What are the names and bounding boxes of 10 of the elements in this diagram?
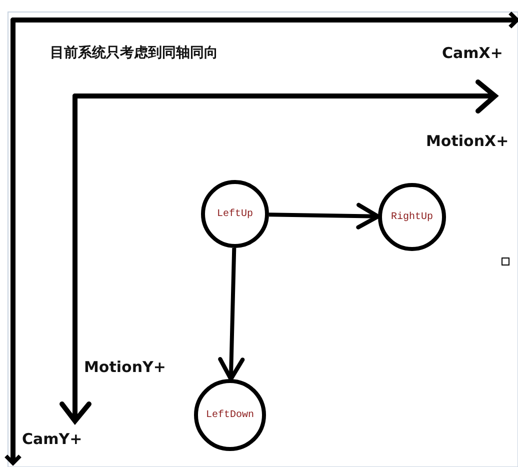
axis-label: MotionY+ xyxy=(84,358,166,376)
node-label: LeftUp xyxy=(216,208,253,220)
arrow xyxy=(268,202,380,230)
node-label: RightUp xyxy=(390,212,433,222)
axis-label: CamX+ xyxy=(442,44,503,62)
node-label: LeftDown xyxy=(206,410,254,420)
title: 目前系统只考虑到同轴同向 xyxy=(50,44,218,62)
axis-label: MotionX+ xyxy=(426,132,509,150)
axis-label: CamY+ xyxy=(22,430,82,448)
arrow xyxy=(218,248,245,382)
